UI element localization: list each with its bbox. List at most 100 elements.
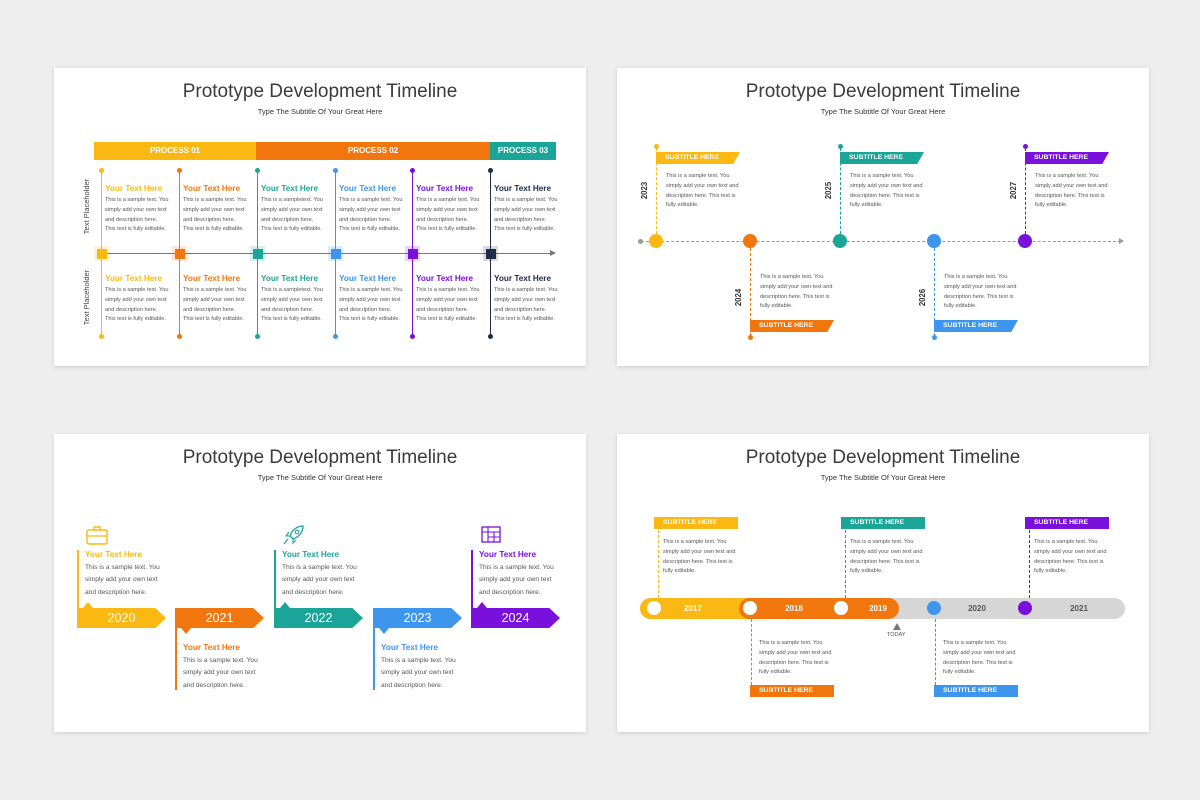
node-connector: [658, 530, 659, 598]
column-top-dot: [177, 168, 182, 173]
column-top-dot: [255, 168, 260, 173]
node-text: This is a sample text. You simply add yo…: [943, 640, 1016, 676]
slide-title: Prototype Development Timeline: [745, 447, 1021, 468]
progress-node: [927, 601, 941, 615]
column-top-dot: [410, 168, 415, 173]
node-connector: [935, 619, 936, 685]
milestone-end-dot: [838, 144, 843, 149]
progress-year-label: 2019: [869, 604, 887, 613]
today-label: TODAY: [887, 632, 906, 638]
column-text-bottom: This is a sample text. You simply add yo…: [183, 287, 247, 323]
progress-year-label: 2017: [684, 604, 702, 613]
progress-year-label: 2018: [785, 604, 803, 613]
milestone-connector: [1025, 148, 1026, 234]
year-arrow: 2023: [373, 608, 462, 628]
briefcase-icon: [86, 526, 108, 545]
column-text-top: This is a sample text. You simply add yo…: [105, 197, 169, 233]
column-text-bottom: This is a sample text. You simply add yo…: [494, 287, 558, 323]
column-bottom-dot: [177, 334, 182, 339]
slide-process-timeline[interactable]: Prototype Development Timeline Type The …: [54, 68, 586, 366]
column-text-bottom: This is a sample text. You simply add yo…: [416, 287, 480, 323]
milestone-text: This is a sample text. You simply add yo…: [944, 274, 1017, 310]
timeline-axis: [98, 253, 550, 254]
milestone-year: 2026: [918, 288, 928, 307]
subtitle-flag: SUBTITLE HERE: [934, 320, 1018, 332]
column-top-dot: [488, 168, 493, 173]
axis-square-marker: [175, 249, 185, 259]
year-text: This is a sample text. You simply add yo…: [381, 657, 456, 689]
column-text-top: This is a sample text. You simply add yo…: [494, 197, 558, 233]
column-text-top: This is a sample text. You simply add yo…: [183, 197, 247, 233]
bracket-pointer: [83, 602, 93, 608]
milestone-text: This is a sample text. You simply add yo…: [1035, 173, 1108, 209]
year-arrow: 2024: [471, 608, 560, 628]
text-bracket: [471, 550, 473, 610]
year-arrow: 2022: [274, 608, 363, 628]
column-heading-bottom: Your Text Here: [105, 274, 163, 283]
slide-subtitle: Type The Subtitle Of Your Great Here: [257, 107, 383, 116]
axis-arrow-icon: [1119, 238, 1124, 244]
axis-square-marker: [253, 249, 263, 259]
column-heading-top: Your Text Here: [105, 184, 163, 193]
slide-subtitle: Type The Subtitle Of Your Great Here: [257, 473, 383, 482]
text-bracket: [175, 628, 177, 690]
column-bottom-dot: [99, 334, 104, 339]
milestone-circle: [833, 234, 847, 248]
column-text-top: This is a sample text. You simply add yo…: [339, 197, 403, 233]
milestone-text: This is a sample text. You simply add yo…: [666, 173, 739, 209]
column-text-bottom: This is a sample text. You simply add yo…: [339, 287, 403, 323]
subtitle-flag: SUBTITLE HERE: [656, 152, 740, 164]
text-bracket: [274, 550, 276, 610]
milestone-end-dot: [654, 144, 659, 149]
process-bar-03: PROCESS 03: [490, 142, 556, 160]
bracket-pointer: [379, 628, 389, 634]
year-text: This is a sample text. You simply add yo…: [183, 657, 258, 689]
side-label-top: Text Placeholder: [82, 178, 92, 235]
subtitle-flag: SUBTITLE HERE: [841, 517, 925, 529]
column-heading-bottom: Your Text Here: [416, 274, 474, 283]
column-text-top: This is a sampletext. You simply add you…: [261, 197, 323, 233]
column-top-dot: [99, 168, 104, 173]
slide-arrow-timeline[interactable]: Prototype Development Timeline Type The …: [54, 434, 586, 732]
axis-arrow-icon: [550, 250, 556, 256]
milestone-connector: [656, 148, 657, 234]
slide-title: Prototype Development Timeline: [745, 81, 1021, 102]
column-heading-bottom: Your Text Here: [183, 274, 241, 283]
milestone-circle: [927, 234, 941, 248]
column-bottom-dot: [255, 334, 260, 339]
subtitle-flag: SUBTITLE HERE: [654, 517, 738, 529]
column-text-bottom: This is a sample text. You simply add yo…: [105, 287, 169, 323]
node-text: This is a sample text. You simply add yo…: [759, 640, 832, 676]
progress-segment-2018: [739, 598, 899, 619]
year-text: This is a sample text. You simply add yo…: [479, 564, 554, 596]
column-text-top: This is a sample text. You simply add yo…: [416, 197, 480, 233]
progress-segment-2017: [640, 598, 758, 619]
slide-subtitle: Type The Subtitle Of Your Great Here: [820, 107, 946, 116]
progress-node: [834, 601, 848, 615]
subtitle-flag: SUBTITLE HERE: [750, 320, 834, 332]
milestone-connector: [750, 248, 751, 336]
axis-square-marker: [97, 249, 107, 259]
milestone-text: This is a sample text. You simply add yo…: [760, 274, 833, 310]
milestone-end-dot: [748, 335, 753, 340]
bracket-pointer: [280, 602, 290, 608]
today-marker-icon: [893, 623, 901, 630]
progress-node: [1018, 601, 1032, 615]
column-heading-top: Your Text Here: [261, 184, 319, 193]
milestone-text: This is a sample text. You simply add yo…: [850, 173, 923, 209]
node-connector: [751, 619, 752, 685]
bracket-pointer: [477, 602, 487, 608]
axis-start-dot: [638, 239, 643, 244]
milestone-year: 2023: [640, 181, 650, 200]
node-text: This is a sample text. You simply add yo…: [663, 539, 736, 575]
slide-title: Prototype Development Timeline: [182, 81, 458, 102]
subtitle-flag: SUBTITLE HERE: [934, 685, 1018, 697]
bracket-pointer: [181, 628, 191, 634]
slide-progress-timeline[interactable]: Prototype Development Timeline Type The …: [617, 434, 1149, 732]
progress-node: [647, 601, 661, 615]
slide-milestone-timeline[interactable]: Prototype Development Timeline Type The …: [617, 68, 1149, 366]
subtitle-flag: SUBTITLE HERE: [1025, 152, 1109, 164]
progress-year-label: 2021: [1070, 604, 1088, 613]
timeline-axis: [641, 241, 1121, 242]
column-heading-top: Your Text Here: [494, 184, 552, 193]
